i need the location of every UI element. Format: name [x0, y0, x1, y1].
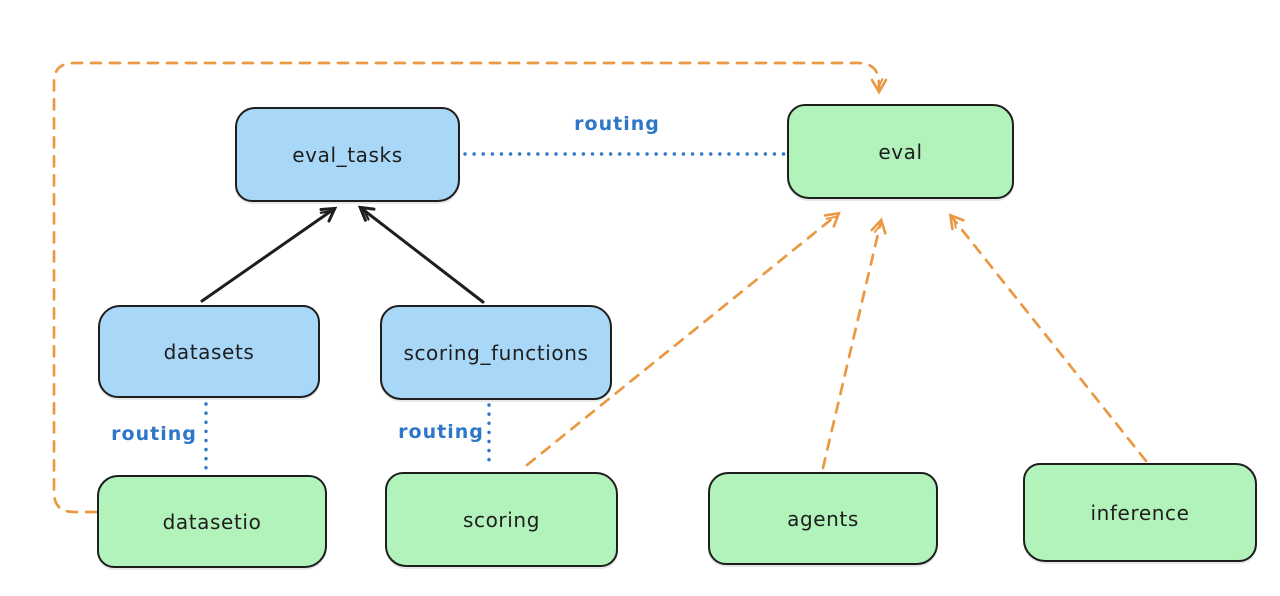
edge-scoring_functions-to-eval_tasks — [361, 208, 485, 304]
node-inference: inference — [1023, 463, 1257, 562]
node-inference-label: inference — [1090, 500, 1190, 525]
node-eval-label: eval — [878, 139, 923, 164]
edge-inference-to-eval — [948, 213, 1148, 463]
node-datasets: datasets — [98, 305, 320, 398]
node-eval_tasks-label: eval_tasks — [292, 142, 403, 167]
edge-datasets-to-eval_tasks — [200, 209, 334, 303]
edge-label-routing-top: routing — [574, 113, 660, 135]
edge-label-routing-left: routing — [111, 423, 197, 445]
node-scoring-label: scoring — [462, 507, 540, 532]
node-scoring_functions-label: scoring_functions — [403, 340, 589, 365]
node-agents-label: agents — [787, 506, 859, 531]
edge-datasetio-to-eval — [52, 61, 888, 514]
edge-agents-to-eval — [821, 217, 887, 470]
node-scoring: scoring — [385, 472, 618, 567]
node-eval_tasks: eval_tasks — [235, 107, 460, 202]
node-eval: eval — [787, 104, 1014, 199]
node-datasetio: datasetio — [97, 475, 327, 568]
node-datasetio-label: datasetio — [162, 509, 262, 534]
node-agents: agents — [708, 472, 938, 565]
edge-label-routing-middle: routing — [398, 421, 484, 443]
edge-scoring-to-eval — [525, 211, 841, 467]
node-scoring_functions: scoring_functions — [380, 305, 612, 400]
node-datasets-label: datasets — [163, 339, 255, 364]
